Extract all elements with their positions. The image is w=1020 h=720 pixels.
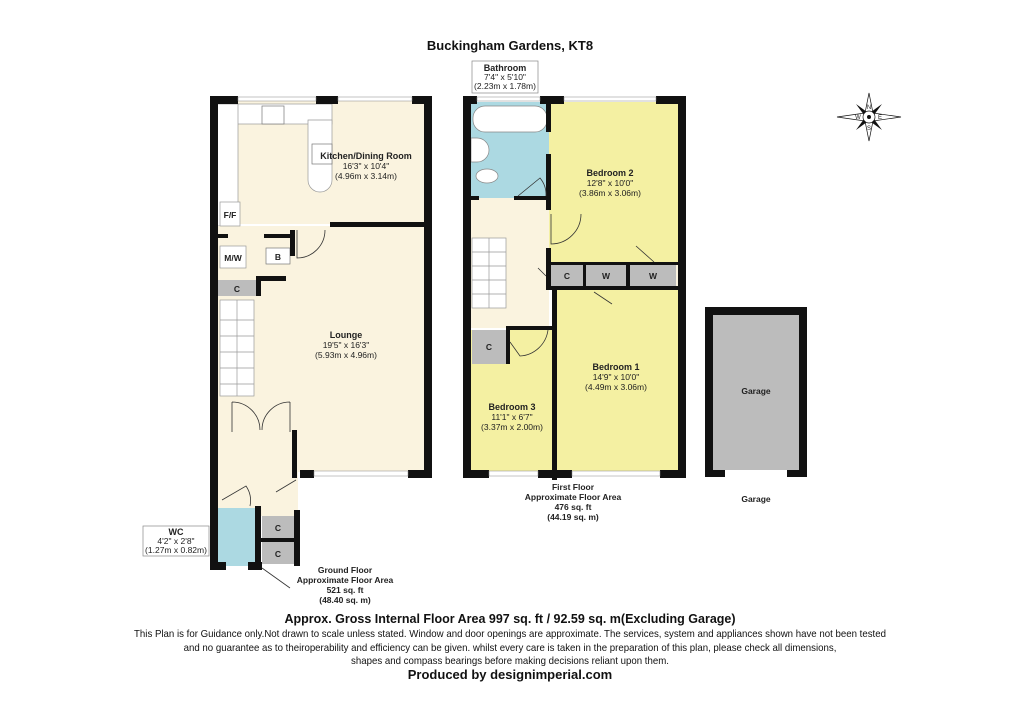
door-swings [221,229,326,589]
wc-imperial: 4'2" x 2'8" [157,536,194,546]
lounge-name: Lounge [330,330,363,340]
wc-metric: (1.27m x 0.82m) [145,545,207,555]
garage-name: Garage [741,386,771,396]
cupboard-label: C [275,523,281,533]
cupboard [472,330,506,364]
ground-area-line1: Ground Floor [318,565,373,575]
cupboard [551,265,583,286]
ff-label: F/F [224,210,237,220]
bedroom2-name: Bedroom 2 [586,168,633,178]
gross-area: Approx. Gross Internal Floor Area 997 sq… [284,612,736,626]
bedroom2-metric: (3.86m x 3.06m) [579,188,641,198]
garage-caption: Garage [741,494,771,504]
bedroom2-floor [549,102,679,262]
hob-icon [311,143,333,165]
door-swings [509,177,655,357]
stairs [471,237,507,309]
mw-label: M/W [224,253,242,263]
plan-title: Buckingham Gardens, KT8 [426,38,594,53]
wardrobe-label: W [602,271,611,281]
bathroom-name: Bathroom [484,63,527,73]
garage: Garage Garage [705,307,807,504]
producer-credit: Produced by designimperial.com [407,667,613,682]
ground-floor-walls [210,96,432,570]
ground-floor: Kitchen/Dining Room 16'3" x 10'4" (4.96m… [142,96,432,605]
kitchen-imperial: 16'3" x 10'4" [343,161,390,171]
first-area-line1: First Floor [552,482,595,492]
wardrobe [586,265,626,286]
cupboard [262,542,294,564]
disclaimer-line3: shapes and compass bearings before makin… [351,655,669,667]
bedroom1-floor [555,290,679,472]
bedroom3-name: Bedroom 3 [488,402,535,412]
toilet-icon [475,168,499,184]
disclaimer-line1: This Plan is for Guidance only.Not drawn… [134,628,886,640]
bedroom1-metric: (4.49m x 3.06m) [585,382,647,392]
cupboard-label: C [564,271,570,281]
stairs [219,299,255,397]
first-floor: Bathroom 7'4" x 5'10" (2.23m x 1.78m) Be… [463,60,686,522]
compass-w: W [855,115,861,121]
bathroom-label-box: Bathroom 7'4" x 5'10" (2.23m x 1.78m) [471,60,539,94]
wardrobe [630,265,676,286]
ground-area-line4: (48.40 sq. m) [319,595,371,605]
compass-e: E [878,115,882,121]
first-floor-walls [463,96,686,480]
lounge-metric: (5.93m x 4.96m) [315,350,377,360]
cupboard-label: C [275,549,281,559]
lounge-imperial: 19'5" x 16'3" [323,340,370,350]
cupboard-label: C [486,342,492,352]
bedroom3-metric: (3.37m x 2.00m) [481,422,543,432]
kitchen-metric: (4.96m x 3.14m) [335,171,397,181]
compass-rose-icon: N S E W [836,92,902,142]
wc-label-box: WC 4'2" x 2'8" (1.27m x 0.82m) [142,525,210,557]
sink-icon [261,105,285,125]
bathroom-imperial: 7'4" x 5'10" [484,72,526,82]
wc-name: WC [169,527,184,537]
bedroom1-imperial: 14'9" x 10'0" [593,372,640,382]
first-area-line3: 476 sq. ft [555,502,592,512]
bath-icon [472,105,548,133]
cupboard [262,516,294,538]
cupboard-label: C [234,284,240,294]
first-area-line4: (44.19 sq. m) [547,512,599,522]
bathroom-metric: (2.23m x 1.78m) [474,81,536,91]
bedroom3-imperial: 11'1" x 6'7" [491,412,532,422]
lounge-floor [258,226,428,472]
basin-icon [470,137,490,163]
compass-s: S [867,126,871,132]
compass-n: N [867,105,871,111]
wardrobe-label: W [649,271,658,281]
bedroom1-name: Bedroom 1 [592,362,639,372]
ground-area-line2: Approximate Floor Area [297,575,394,585]
bedroom2-imperial: 12'8" x 10'0" [587,178,634,188]
first-area-line2: Approximate Floor Area [525,492,622,502]
ground-area-line3: 521 sq. ft [327,585,364,595]
disclaimer-line2: and no guarantee as to theiroperability … [183,642,837,654]
wc-floor [216,508,258,566]
boiler-label: B [275,252,281,262]
kitchen-name: Kitchen/Dining Room [320,151,412,161]
